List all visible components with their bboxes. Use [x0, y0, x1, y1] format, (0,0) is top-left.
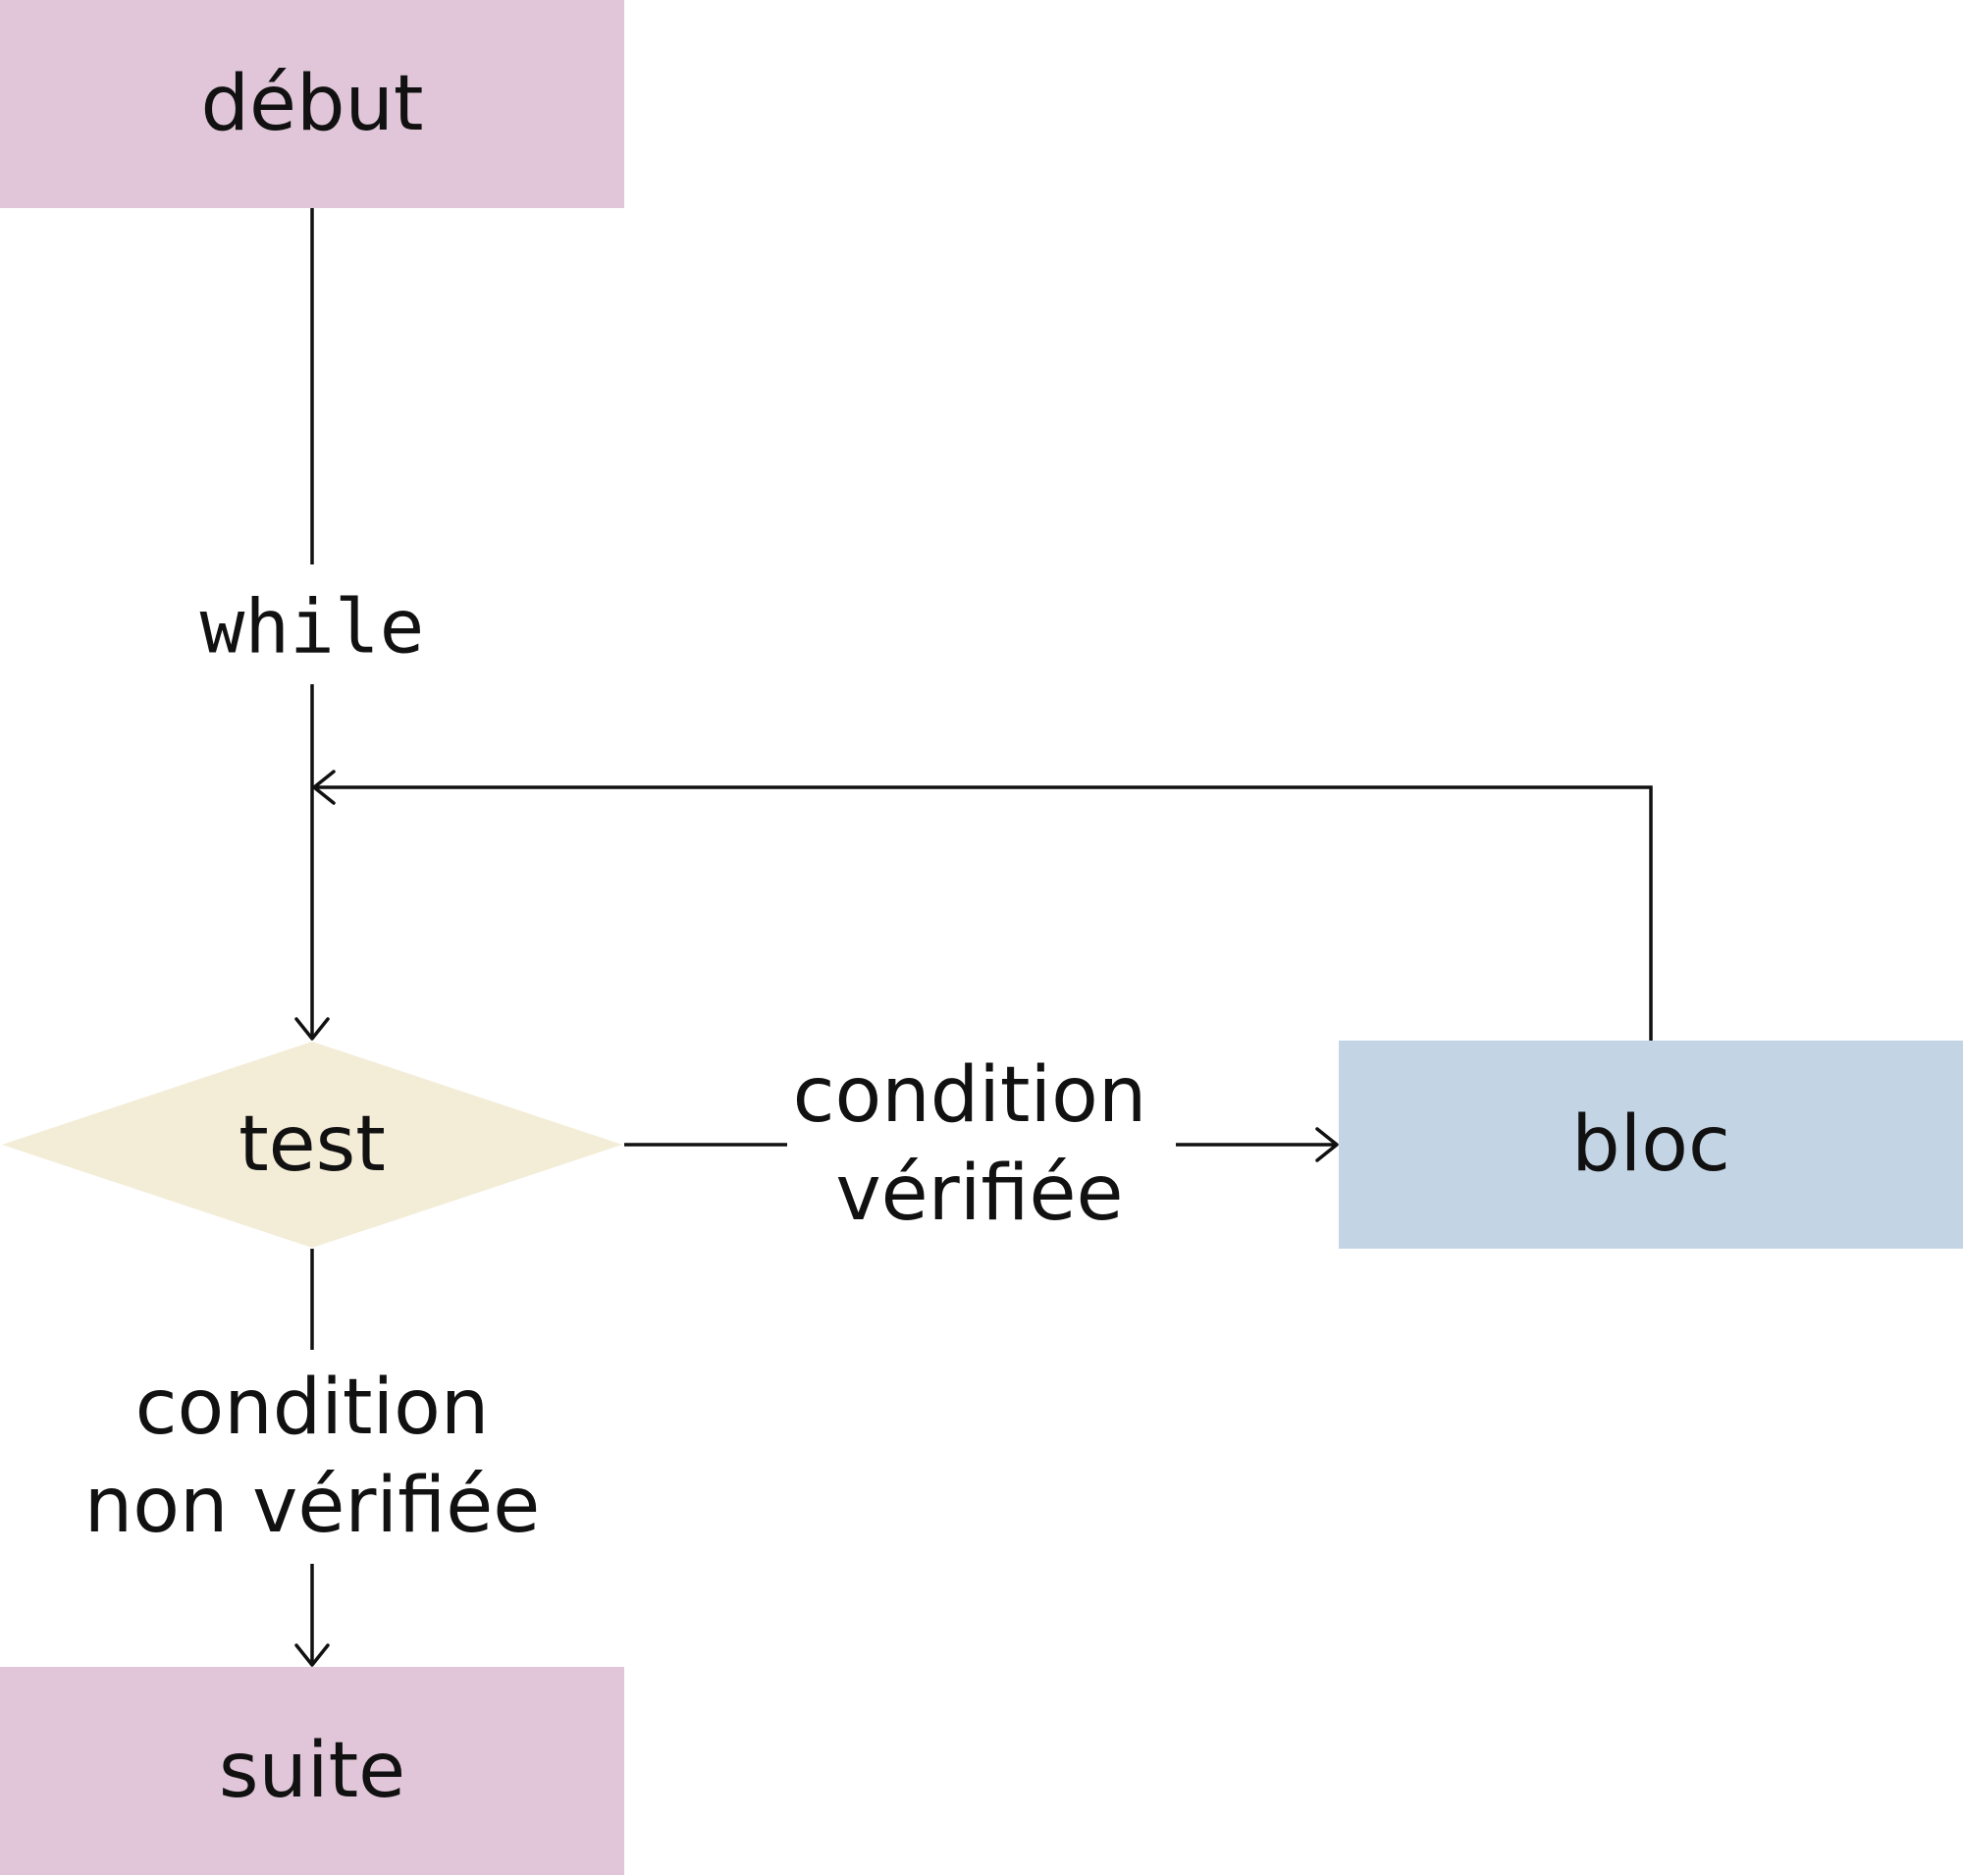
node-next: suite	[0, 1667, 624, 1875]
next-label: suite	[219, 1727, 405, 1815]
block-box	[1339, 1041, 1963, 1249]
start-box	[0, 0, 624, 208]
while-label: while	[200, 583, 425, 670]
true-label-line1: condition	[793, 1051, 1147, 1140]
edge-start-to-test	[294, 208, 330, 1041]
arrowhead-loop-back	[312, 770, 336, 805]
edge-block-to-test	[312, 770, 1653, 1041]
edge-test-to-next	[294, 1249, 330, 1667]
test-label: test	[239, 1100, 386, 1189]
next-box	[0, 1667, 624, 1875]
arrowhead-into-next	[294, 1643, 330, 1667]
test-diamond	[2, 1042, 622, 1248]
false-label-line2: non vérifiée	[84, 1462, 540, 1550]
start-label: début	[200, 60, 423, 148]
arrowhead-into-block	[1315, 1127, 1339, 1162]
node-start: début	[0, 0, 624, 208]
arrowhead-into-test-top	[294, 1017, 330, 1041]
node-block: bloc	[1339, 1041, 1963, 1249]
true-label-line2: vérifiée	[836, 1150, 1124, 1238]
block-label: bloc	[1571, 1100, 1730, 1189]
edge-test-to-block	[624, 1127, 1339, 1162]
node-test: test	[2, 1042, 622, 1248]
loop-back-line	[312, 785, 1653, 1041]
false-label-line1: condition	[135, 1364, 490, 1452]
